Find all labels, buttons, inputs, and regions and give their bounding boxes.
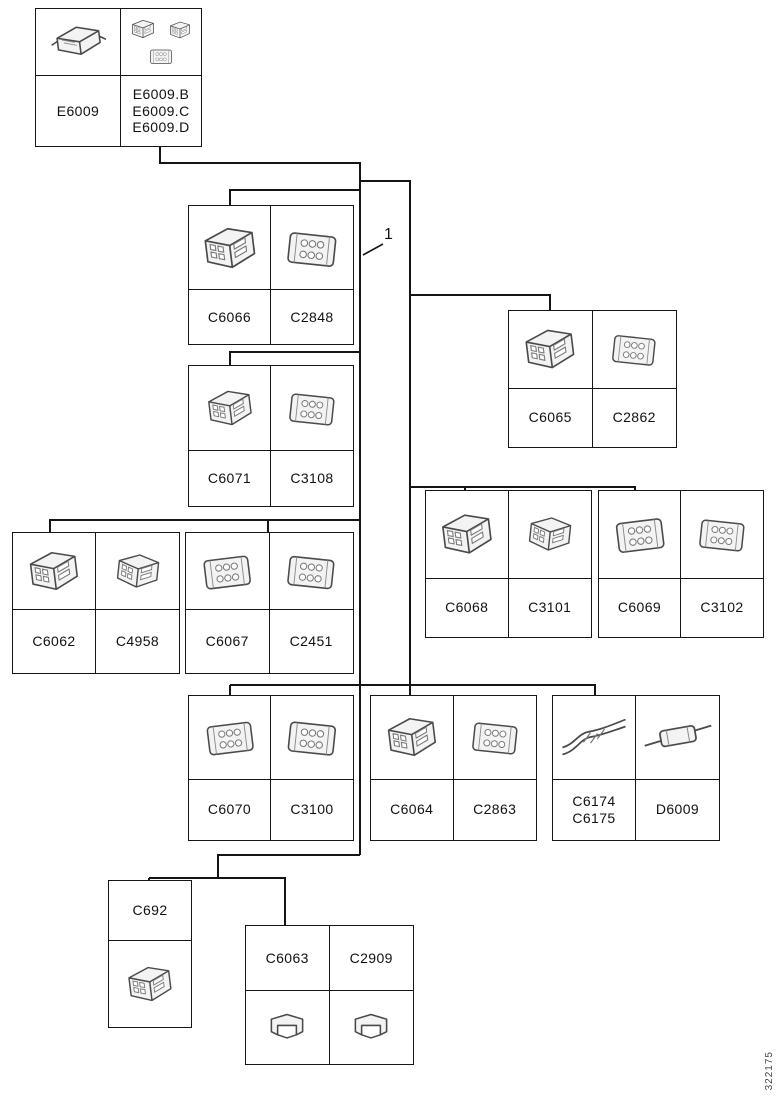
part-label-c6070: C6070 — [189, 779, 271, 840]
connector-image-c3102 — [681, 491, 763, 579]
part-label-c2863: C2863 — [473, 801, 517, 818]
module-image-e6009 — [36, 9, 121, 77]
part-label-c6062: C6062 — [13, 610, 96, 673]
pin-connector-icon — [431, 503, 503, 565]
part-label-c6067: C6067 — [186, 610, 270, 673]
connector-image-c692 — [109, 941, 191, 1027]
connector-image-c6067 — [186, 533, 270, 610]
pin-connector-icon — [107, 545, 168, 597]
part-label-e6009-variants: E6009.B E6009.C E6009.D — [132, 85, 190, 136]
part-label-d6009: D6009 — [655, 801, 700, 818]
socket-connector-icon — [276, 218, 347, 277]
part-label-c2451: C2451 — [289, 633, 333, 650]
part-label-c4958: C4958 — [115, 633, 160, 650]
part-label-c2848: C2848 — [290, 308, 334, 325]
part-label-c6063: C6063 — [246, 926, 330, 991]
connector-image-c2862 — [592, 311, 676, 389]
pin-connector-icon — [519, 505, 580, 565]
part-label-c3101: C3101 — [528, 599, 572, 616]
part-label-c6071: C6071 — [189, 451, 271, 506]
connector-image-c3100 — [271, 696, 353, 780]
part-label-c6068: C6068 — [426, 578, 509, 637]
part-label-c3100: C3100 — [290, 801, 334, 818]
pin-connector-icon — [377, 708, 447, 767]
socket-connector-icon — [603, 323, 665, 375]
part-label-c2862: C2862 — [612, 409, 656, 426]
connector-image-c6065 — [509, 311, 593, 389]
connector-image-c6068 — [426, 491, 509, 579]
inline-component-icon — [640, 709, 716, 765]
part-group-c6064-c2863: C6064 C2863 — [370, 695, 537, 841]
socket-connector-icon — [690, 506, 755, 562]
clip-connector-icon — [262, 1008, 312, 1046]
socket-connector-icon — [141, 44, 181, 68]
part-label-c692: C692 — [109, 881, 191, 941]
part-group-c6069-c3102: C6069 C3102 — [598, 490, 764, 638]
connector-image-c4958 — [96, 533, 179, 610]
socket-connector-icon — [277, 543, 346, 599]
part-label-e6009: E6009 — [36, 76, 121, 146]
connector-image-c3108 — [271, 366, 353, 452]
connector-image-c2451 — [269, 533, 353, 610]
connector-image-c6066 — [189, 206, 271, 291]
sheet-code: 322175 — [764, 1050, 775, 1090]
part-group-c6063-c2909: C6063 C2909 — [245, 925, 414, 1065]
connector-image-c6070 — [189, 696, 271, 780]
part-group-e6009: E6009 E6009.B E6009.C E6009.D — [35, 8, 202, 147]
mini-connector-stack — [127, 17, 194, 68]
pin-connector-icon — [118, 958, 181, 1011]
socket-connector-icon — [192, 542, 262, 599]
part-group-c6174-d6009: C6174 C6175 D6009 — [552, 695, 720, 841]
connector-images-e6009-variants — [120, 9, 201, 77]
part-group-c6071-c3108: C6071 C3108 — [188, 365, 354, 507]
pin-connector-icon — [198, 381, 261, 436]
pin-connector-icon — [19, 541, 89, 600]
part-group-c6068-c3101: C6068 C3101 — [425, 490, 592, 638]
connector-image-c3101 — [508, 491, 591, 579]
pin-connector-icon — [191, 217, 267, 279]
part-group-c6062-c4958: C6062 C4958 — [12, 532, 180, 674]
part-group-c6066-c2848: C6066 C2848 — [188, 205, 354, 345]
clip-connector-icon — [346, 1008, 396, 1046]
callout-1: 1 — [384, 226, 393, 243]
part-label-c6069: C6069 — [599, 578, 681, 637]
socket-connector-icon — [280, 380, 345, 436]
part-label-c3102: C3102 — [700, 599, 744, 616]
pin-connector-icon — [513, 319, 587, 379]
connector-image-c6064 — [371, 696, 454, 780]
component-image-d6009 — [636, 696, 719, 780]
part-group-c6067-c2451: C6067 C2451 — [185, 532, 354, 674]
socket-connector-icon — [196, 709, 264, 766]
socket-connector-icon — [605, 505, 675, 564]
part-group-c6070-c3100: C6070 C3100 — [188, 695, 354, 841]
wire-splice-icon — [556, 709, 632, 765]
pin-connector-icon — [127, 17, 159, 41]
part-label-c6064: C6064 — [371, 779, 454, 840]
socket-connector-icon — [462, 709, 527, 765]
pin-connector-icon — [166, 19, 194, 41]
part-label-c6065: C6065 — [509, 388, 593, 447]
ecu-module-icon — [42, 13, 114, 71]
part-label-c2909: C2909 — [329, 926, 413, 991]
part-label-c6066: C6066 — [189, 290, 271, 344]
connector-image-c6062 — [13, 533, 96, 610]
connector-image-c6069 — [599, 491, 681, 579]
connector-image-c2909 — [330, 991, 414, 1064]
part-group-c6065-c2862: C6065 C2862 — [508, 310, 677, 448]
socket-connector-icon — [277, 708, 346, 766]
connector-image-c2863 — [453, 696, 536, 780]
connector-image-c6071 — [189, 366, 271, 452]
part-group-c692: C692 — [108, 880, 192, 1028]
part-label-c3108: C3108 — [290, 470, 334, 487]
connector-image-c6063 — [246, 990, 330, 1064]
connector-image-c2848 — [271, 206, 353, 291]
part-label-c6174-c6175: C6174 C6175 — [553, 779, 636, 840]
splice-image-c6174-c6175 — [553, 696, 636, 780]
